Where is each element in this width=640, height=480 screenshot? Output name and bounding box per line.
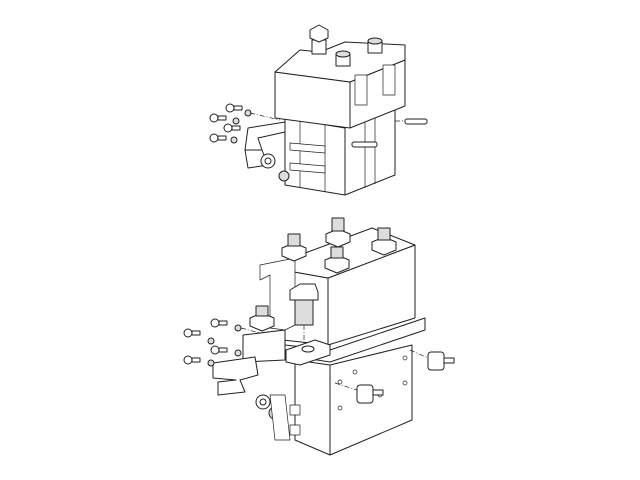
lower-bracket xyxy=(212,356,301,441)
upper-terminal-1 xyxy=(335,50,351,67)
upper-terminal-2 xyxy=(367,37,383,54)
lower-terminal-nut-4 xyxy=(324,246,350,274)
lower-busbar-right xyxy=(285,339,331,366)
lower-spacer-1 xyxy=(334,382,384,404)
lower-bolt xyxy=(289,283,319,345)
upper-pin-center xyxy=(351,141,378,148)
upper-terminal-bolt xyxy=(309,24,329,55)
upper-screws xyxy=(209,103,281,144)
lower-terminal-nut-1 xyxy=(281,233,307,262)
lower-terminal-nut-3 xyxy=(371,227,397,256)
upper-contactor xyxy=(209,24,428,196)
lower-spacer-2 xyxy=(409,349,455,371)
lower-contactor xyxy=(183,217,455,456)
upper-pin-right xyxy=(395,118,428,125)
upper-lower-body xyxy=(284,107,396,196)
lower-busbar-left xyxy=(242,305,286,363)
lower-terminal-nut-2 xyxy=(325,217,351,248)
upper-bracket xyxy=(244,121,290,182)
lower-top-block xyxy=(259,227,416,346)
lower-screws xyxy=(183,318,261,367)
